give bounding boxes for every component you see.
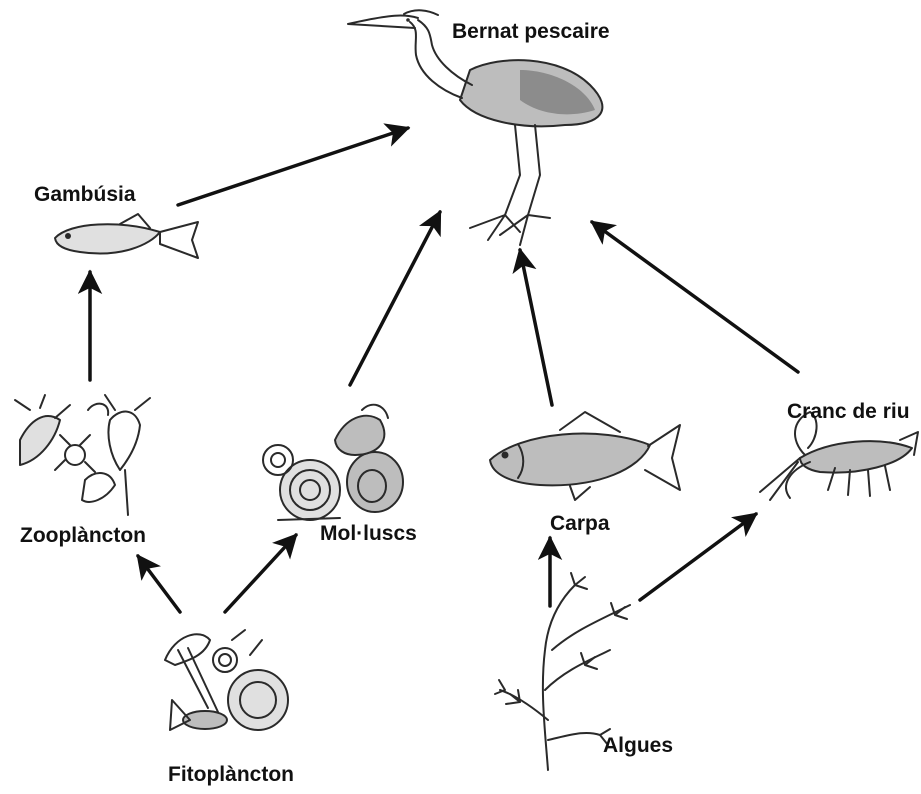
label-zooplankton: Zooplàncton [20,525,146,546]
arrow-crayfish-heron [592,222,798,372]
phytoplankton-illustration [165,630,288,730]
arrow-carp-heron [520,250,552,405]
gambusia-illustration [55,214,198,258]
label-gambusia: Gambúsia [34,184,136,205]
zooplankton-illustration [15,395,150,515]
label-molluscs: Mol·luscs [320,523,417,544]
label-crayfish: Cranc de riu [787,401,910,422]
carp-illustration [490,412,680,500]
arrow-molluscs-heron [350,212,440,385]
label-carp: Carpa [550,513,610,534]
arrow-algae-crayfish [640,514,756,600]
heron-illustration [348,10,602,245]
label-algae: Algues [603,735,673,756]
molluscs-illustration [263,405,403,520]
arrow-phytoplankton-molluscs [225,535,296,612]
crayfish-illustration [760,412,918,500]
arrow-phytoplankton-zooplankton [138,556,180,612]
arrow-gambusia-heron [178,128,408,205]
label-phytoplankton: Fitoplàncton [168,764,294,785]
label-heron: Bernat pescaire [452,21,610,42]
arrow-layer [90,128,798,612]
